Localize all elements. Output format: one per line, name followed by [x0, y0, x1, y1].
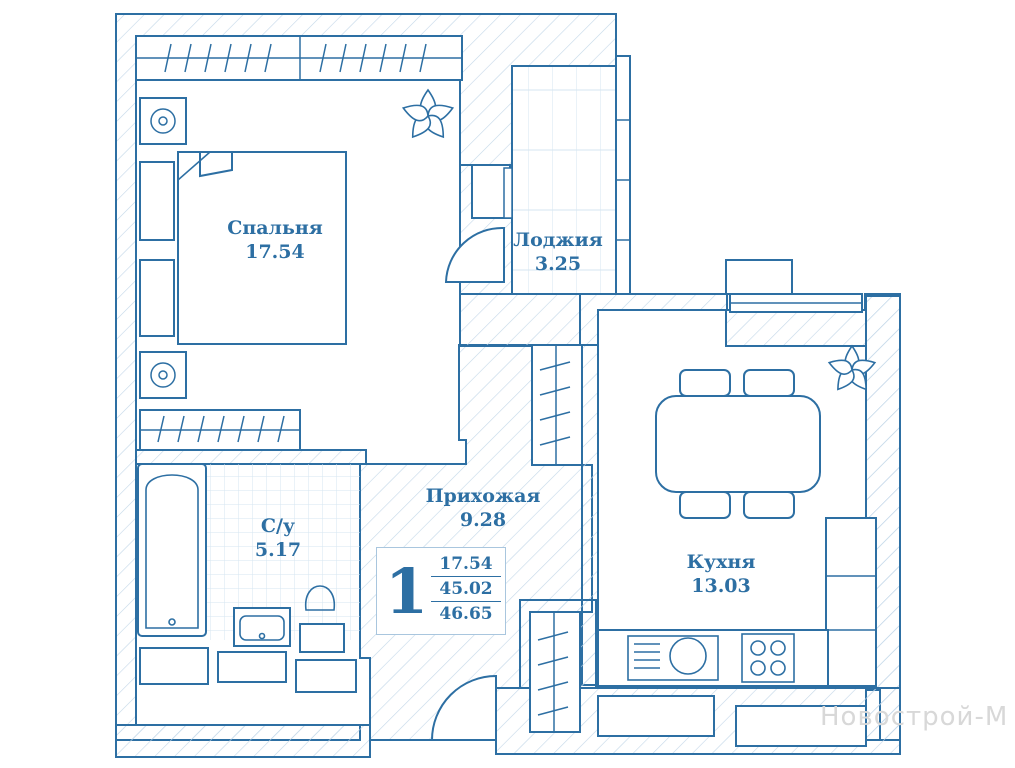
hall-cabinet	[529, 611, 581, 733]
bath-cabinet	[217, 651, 287, 683]
total-area: 45.02	[431, 577, 501, 602]
bottom-wall-left	[115, 724, 371, 758]
bedroom-name: Спальня	[227, 217, 323, 239]
bathroom-label: С/у 5.17	[255, 514, 301, 562]
chair-1	[679, 369, 731, 397]
hall-wardrobe	[531, 344, 583, 466]
loggia-name: Лоджия	[513, 229, 603, 251]
bedroom-area: 17.54	[245, 241, 305, 263]
loggia-door	[444, 226, 505, 283]
chair-2	[743, 369, 795, 397]
loggia-wall	[459, 293, 581, 347]
area-values: 17.54 45.02 46.65	[431, 552, 501, 626]
kitchen-cabinet-1	[597, 695, 715, 737]
loggia-glazing	[615, 55, 631, 295]
bed-pillow-bottom	[139, 259, 175, 337]
kitchen-cabinet-2	[735, 705, 867, 747]
hallway-area: 9.28	[459, 509, 507, 531]
bathroom-name: С/у	[260, 515, 296, 537]
entrance-door	[430, 674, 497, 741]
area-summary: 1 17.54 45.02 46.65	[376, 547, 506, 635]
bathroom-wall	[135, 449, 367, 465]
hallway-name: Прихожая	[425, 485, 541, 507]
loggia-label: Лоджия 3.25	[513, 228, 602, 276]
bedroom-label: Спальня 17.54	[227, 216, 323, 264]
bathroom-area: 5.17	[254, 539, 302, 561]
bed-pillow-top	[139, 161, 175, 241]
kitchen-counter-right	[825, 517, 877, 687]
bed-blanket	[199, 151, 233, 178]
kitchen-counter-bottom	[597, 629, 829, 687]
room-count: 1	[385, 555, 429, 628]
bath-shelf	[295, 659, 357, 693]
plant-icon	[827, 344, 877, 391]
chair-3	[679, 491, 731, 519]
loggia-door-jamb	[503, 167, 513, 219]
plant-icon	[401, 88, 455, 139]
hallway-label: Прихожая 9.28	[426, 484, 541, 532]
total-area-with-loggia: 46.65	[439, 604, 493, 624]
watermark: Новострой-М	[820, 702, 1009, 732]
window-sill	[725, 259, 793, 295]
nightstand-bottom	[139, 351, 187, 399]
toilet-tank	[299, 623, 345, 653]
nightstand-top	[139, 97, 187, 145]
kitchen-name: Кухня	[686, 551, 756, 573]
chair-4	[743, 491, 795, 519]
dining-table	[655, 395, 821, 493]
loggia-floor	[511, 65, 617, 295]
bathtub	[137, 463, 207, 637]
stove	[741, 633, 795, 683]
washing-machine	[139, 647, 209, 685]
kitchen-area: 13.03	[691, 575, 751, 597]
loggia-area: 3.25	[534, 253, 582, 275]
kitchen-label: Кухня 13.03	[687, 550, 756, 598]
sink	[627, 635, 719, 681]
living-area: 17.54	[431, 552, 501, 577]
bed	[177, 151, 347, 345]
